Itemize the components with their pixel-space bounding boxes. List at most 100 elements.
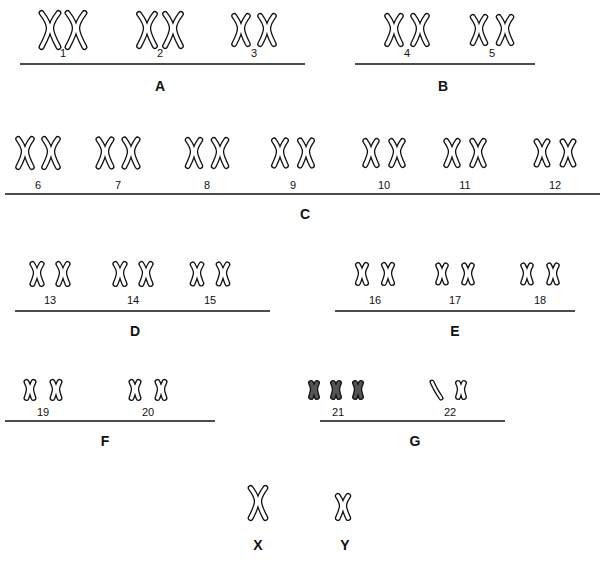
chromatid-outline <box>554 266 557 283</box>
chromatid-outline <box>458 383 460 397</box>
chromatid-fill <box>344 496 348 518</box>
chromatid-outline <box>333 383 335 397</box>
chromatid-outline <box>523 266 526 283</box>
chromosome <box>58 264 67 284</box>
chromatid-outline <box>162 382 164 398</box>
chromatid-outline <box>453 141 458 165</box>
chromatid-fill <box>198 265 201 284</box>
chromatid-fill <box>480 17 485 43</box>
chromatid-fill <box>472 141 477 165</box>
group-underline <box>15 310 270 312</box>
chromatid-outline <box>358 265 361 283</box>
chromatid-fill <box>52 139 58 167</box>
chromatid-outline <box>363 265 366 283</box>
chromosome <box>251 488 266 518</box>
chromatid-fill <box>384 265 387 283</box>
chromatid-outline <box>421 16 427 44</box>
chromosome <box>391 141 402 165</box>
chromosome <box>98 140 111 167</box>
chromatid-outline <box>389 265 392 283</box>
chromosome <box>472 141 483 165</box>
chromatid-outline <box>115 264 118 284</box>
chromatid-fill <box>307 141 312 166</box>
chromatid-outline <box>387 16 393 44</box>
chromosome-number: 2 <box>157 48 163 59</box>
chromatid-outline <box>537 142 541 165</box>
chromatid-outline <box>77 13 84 47</box>
chromatid-fill <box>338 496 342 518</box>
chromosome <box>563 142 574 165</box>
chromatid-outline <box>139 14 146 46</box>
chromatid-fill <box>268 16 274 44</box>
chromatid-outline <box>148 14 155 46</box>
chromatid-outline <box>391 141 396 165</box>
chromatid-outline <box>300 141 305 166</box>
chromosome-number: 8 <box>204 180 210 191</box>
chromatid-fill <box>141 264 144 284</box>
chromosome <box>300 141 312 166</box>
chromatid-outline <box>32 264 35 284</box>
chromatid-fill <box>372 141 377 165</box>
chromatid-outline <box>462 383 464 397</box>
chromatid-fill <box>158 382 160 398</box>
chromatid-fill <box>147 264 150 284</box>
chromosome <box>165 14 181 46</box>
chromosome <box>44 139 58 167</box>
chromosome-number: 1 <box>60 48 66 59</box>
chromatid-fill <box>443 266 446 283</box>
chromatid-fill <box>124 140 129 167</box>
chromosome <box>42 13 59 47</box>
chromatid-fill <box>359 383 361 397</box>
chromatid-fill <box>64 264 67 284</box>
chromosome-number: 4 <box>404 48 410 59</box>
chromatid-outline <box>315 383 317 397</box>
chromatid-fill <box>473 17 478 43</box>
chromosome <box>358 265 366 283</box>
chromatid-outline <box>480 17 485 43</box>
chromosome <box>139 14 155 46</box>
chromatid-outline <box>26 139 32 167</box>
chromatid-outline <box>141 264 144 284</box>
chromosome <box>188 140 201 166</box>
chromatid-fill <box>260 16 266 44</box>
chromosome <box>384 265 392 283</box>
chromosome <box>68 13 85 47</box>
chromatid-fill <box>438 266 441 283</box>
chromatid-fill <box>44 139 50 167</box>
chromatid-fill <box>224 265 227 284</box>
chromatid-fill <box>162 382 164 398</box>
chromatid-outline <box>136 382 138 398</box>
chromatid-fill <box>337 383 339 397</box>
chromatid-fill <box>432 382 441 398</box>
chromatid-outline <box>193 265 196 284</box>
chromosome-number: 20 <box>142 407 154 418</box>
group-letter: E <box>450 324 459 338</box>
chromatid-fill <box>136 382 138 398</box>
chromatid-fill <box>132 140 137 167</box>
chromatid-fill <box>458 383 460 397</box>
chromatid-outline <box>446 141 451 165</box>
chromatid-outline <box>44 139 50 167</box>
chromatid-outline <box>188 140 193 166</box>
chromosome <box>446 141 457 165</box>
chromatid-fill <box>115 264 118 284</box>
chromatid-fill <box>221 140 226 166</box>
chromatid-fill <box>121 264 124 284</box>
chromatid-fill <box>148 14 155 46</box>
chromosome <box>387 16 401 44</box>
chromatid-fill <box>193 265 196 284</box>
chromatid-outline <box>31 382 33 398</box>
chromatid-fill <box>68 13 75 47</box>
chromosome <box>260 16 274 44</box>
chromatid-fill <box>214 140 219 166</box>
chromatid-fill <box>139 14 146 46</box>
chromosome-number: 19 <box>37 407 49 418</box>
chromosome <box>27 382 34 398</box>
group-letter: A <box>155 79 165 93</box>
chromatid-fill <box>51 13 58 47</box>
chromosome-number: 5 <box>489 48 495 59</box>
chromosome <box>141 264 150 284</box>
chromatid-fill <box>528 266 531 283</box>
chromatid-outline <box>165 14 172 46</box>
chromatid-outline <box>337 383 339 397</box>
